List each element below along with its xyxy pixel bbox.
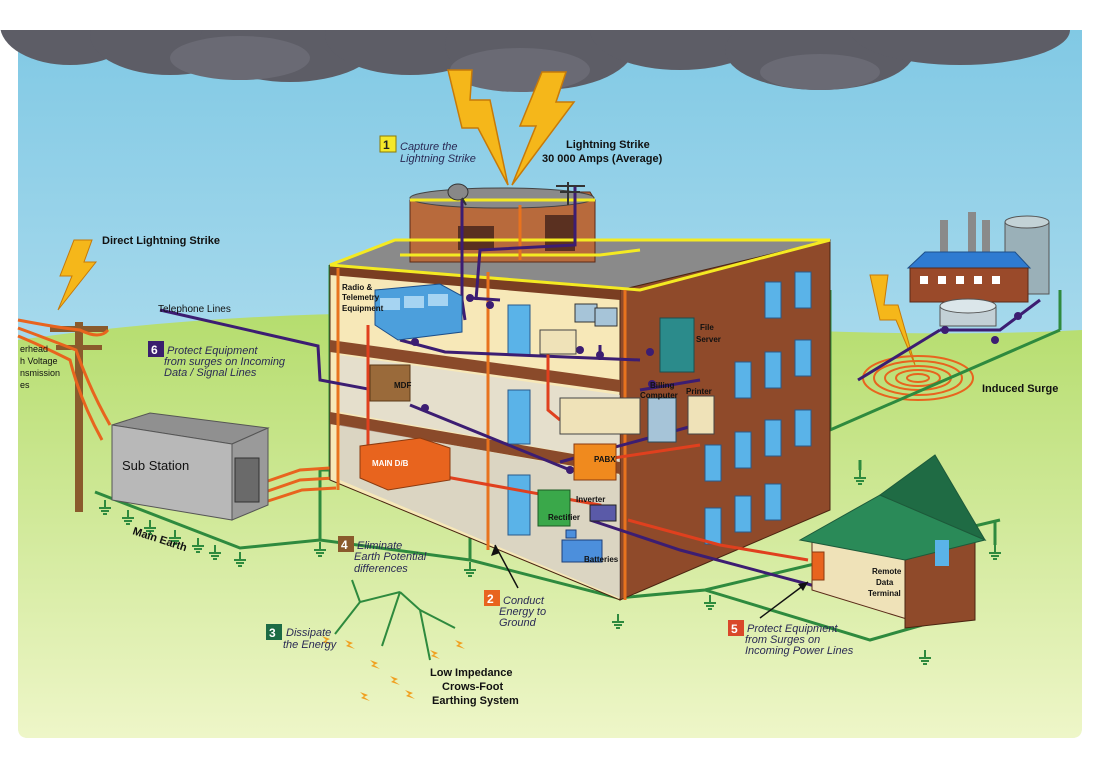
crowsfoot-label-1: Low Impedance xyxy=(430,667,513,679)
overhead-label-4: es xyxy=(20,380,30,390)
radio-label-3: Equipment xyxy=(342,304,384,313)
step-2-line-2: Energy to xyxy=(499,606,546,618)
step-3-line-2: the Energy xyxy=(283,639,338,651)
direct-strike-bolt-icon xyxy=(57,239,98,311)
induced-surge-bolt-icon xyxy=(869,274,916,366)
overhead-lines xyxy=(17,318,337,504)
direct-strike-label: Direct Lightning Strike xyxy=(102,235,220,247)
step-6-line-1: Protect Equipment xyxy=(167,345,258,357)
main-db-label: MAIN D/B xyxy=(372,459,409,468)
file-server-label-1: File xyxy=(700,323,714,332)
printer xyxy=(687,395,715,435)
crowsfoot-label-2: Crows-Foot xyxy=(442,681,503,693)
step-1-badge: 1 xyxy=(379,135,397,153)
roof-air-terminals xyxy=(329,198,831,292)
sub-station-label: Sub Station xyxy=(122,458,189,473)
strike-title: Lightning Strike xyxy=(566,139,650,151)
billing-computer xyxy=(647,397,677,443)
step-6-badge: 6 xyxy=(148,341,164,357)
overhead-label-2: h Voltage xyxy=(20,356,58,366)
step-5-badge: 5 xyxy=(728,620,744,636)
step-5-line-2: from Surges on xyxy=(745,634,820,646)
inverter-label: Inverter xyxy=(576,495,605,504)
radio-label-1: Radio & xyxy=(342,283,372,292)
induced-surge-label: Induced Surge xyxy=(982,383,1058,395)
remote-data-terminal-house xyxy=(798,454,987,629)
svg-text:3: 3 xyxy=(269,626,276,640)
step-5-line-3: Incoming Power Lines xyxy=(745,645,854,657)
spd-nodes xyxy=(411,294,656,474)
rectifier-label: Rectifier xyxy=(548,513,580,522)
remote-label-2: Data xyxy=(876,578,894,587)
step-1-line-2: Lightning Strike xyxy=(400,153,476,165)
pabx-unit xyxy=(573,443,617,481)
radio-label-2: Telemetry xyxy=(342,293,380,302)
file-server xyxy=(659,317,695,373)
overhead-label-3: nsmission xyxy=(20,368,60,378)
strike-amps: 30 000 Amps (Average) xyxy=(542,153,663,165)
inverter-rectifier xyxy=(537,489,617,527)
lightning-bolt-icon xyxy=(447,69,576,186)
billing-label-1: Billing xyxy=(650,381,675,390)
batteries xyxy=(561,529,603,563)
crows-foot-earthing xyxy=(334,579,456,661)
factory xyxy=(906,212,1050,327)
antenna-icon xyxy=(556,182,585,205)
overhead-label-1: erhead xyxy=(20,344,48,354)
sub-station xyxy=(111,412,270,521)
step-4-badge: 4 xyxy=(338,536,354,552)
step-3-line-1: Dissipate xyxy=(286,627,331,639)
step-3-badge: 3 xyxy=(266,624,282,640)
svg-text:5: 5 xyxy=(731,622,738,636)
factory-power-line xyxy=(857,298,1041,382)
crowsfoot-label-3: Earthing System xyxy=(432,695,519,707)
satellite-dish-icon xyxy=(447,183,469,206)
step-4-line-3: differences xyxy=(354,563,408,575)
step-1-line-1: Capture the xyxy=(400,141,457,153)
printer-label: Printer xyxy=(686,387,712,396)
step-2-line-1: Conduct xyxy=(503,595,545,607)
batteries-label: Batteries xyxy=(584,555,619,564)
mdf-cabinet xyxy=(369,364,411,402)
svg-text:2: 2 xyxy=(487,592,494,606)
step-4-line-2: Earth Potential xyxy=(354,551,427,563)
svg-text:4: 4 xyxy=(341,538,348,552)
step-4-line-1: Eliminate xyxy=(357,540,402,552)
svg-text:6: 6 xyxy=(151,343,158,357)
radio-telemetry-equipment xyxy=(374,283,463,341)
step-6-line-2: from surges on Incoming xyxy=(164,356,286,368)
telephone-lines-label: Telephone Lines xyxy=(158,304,231,315)
remote-label-3: Terminal xyxy=(868,589,901,598)
svg-text:1: 1 xyxy=(383,138,390,152)
main-db-panel xyxy=(359,437,451,491)
pabx-label: PABX xyxy=(594,455,616,464)
remote-label-1: Remote xyxy=(872,567,902,576)
step-5-line-1: Protect Equipment xyxy=(747,623,838,635)
mdf-label: MDF xyxy=(394,381,411,390)
file-server-label-2: Server xyxy=(696,335,721,344)
office-desks xyxy=(539,303,641,435)
billing-label-2: Computer xyxy=(640,391,678,400)
step-2-badge: 2 xyxy=(484,590,500,606)
step-6-line-3: Data / Signal Lines xyxy=(164,367,257,379)
step-2-line-3: Ground xyxy=(499,617,537,629)
